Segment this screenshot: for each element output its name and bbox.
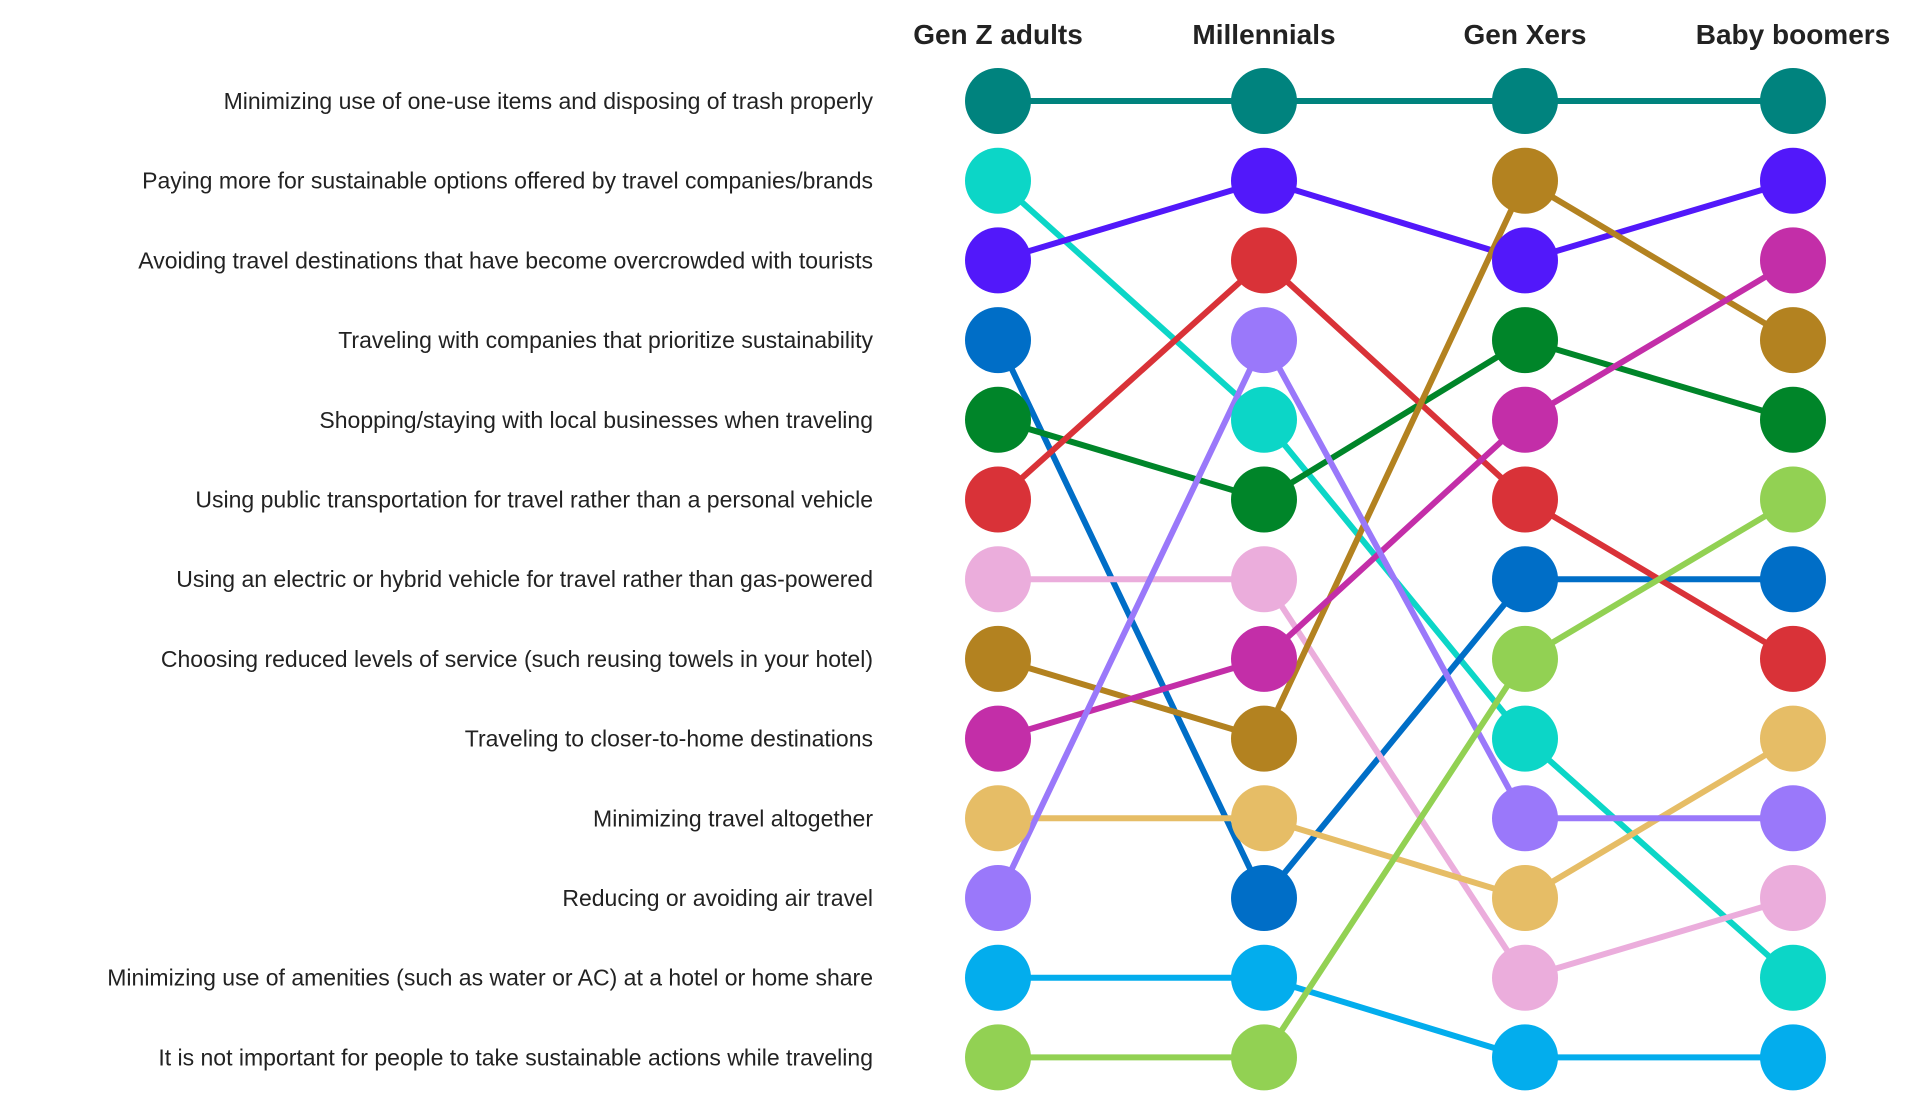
series-line [995, 337, 1796, 503]
series-line [995, 576, 1796, 981]
series-dot [1231, 147, 1297, 214]
series-dot [965, 785, 1031, 852]
rank-label: Reducing or avoiding air travel [562, 885, 873, 911]
series-dot [1231, 466, 1297, 533]
series-dot [965, 1024, 1031, 1091]
group-header: Millennials [1192, 19, 1335, 50]
rank-label: Traveling to closer-to-home destinations [465, 726, 873, 752]
series-dot [1231, 307, 1297, 374]
series-dot [1492, 147, 1558, 214]
series-dot [1760, 386, 1826, 453]
series-dot [1760, 1024, 1826, 1091]
series-dot [1492, 705, 1558, 772]
series-dot [965, 386, 1031, 453]
series-dot [1231, 546, 1297, 613]
rank-label: Shopping/staying with local businesses w… [319, 407, 873, 433]
rank-label: Using public transportation for travel r… [195, 487, 873, 513]
series-dot [1760, 307, 1826, 374]
series-dot [1760, 705, 1826, 772]
rank-label: Minimizing travel altogether [593, 805, 873, 831]
rank-label: Traveling with companies that prioritize… [338, 327, 873, 353]
series-dot [965, 865, 1031, 931]
series-dot [1492, 68, 1558, 134]
series-line [995, 177, 1796, 264]
series-dot [965, 466, 1031, 533]
series-dot [1760, 227, 1826, 294]
series-dot [1492, 865, 1558, 931]
group-header: Gen Xers [1464, 19, 1587, 50]
series-dot [1760, 546, 1826, 613]
series-dot [1492, 1024, 1558, 1091]
series-dot [1760, 785, 1826, 852]
series-dot [1231, 944, 1297, 1011]
series-dot [1231, 865, 1297, 931]
series-dot [1492, 546, 1558, 613]
series-dot [1231, 386, 1297, 453]
series-dot [1492, 227, 1558, 294]
series-dot [1231, 705, 1297, 772]
series-line [995, 337, 1796, 901]
series-dot [965, 307, 1031, 374]
series-dot [1492, 466, 1558, 533]
group-headers: Gen Z adults Millennials Gen Xers Baby boom… [913, 19, 1890, 50]
series-dot [965, 705, 1031, 772]
series-line [995, 496, 1796, 1061]
rank-label: Minimizing use of one-use items and disp… [224, 88, 874, 114]
rank-label: Paying more for sustainable options offe… [142, 168, 873, 194]
rank-labels: Minimizing use of one-use items and disp… [107, 88, 873, 1070]
series-dot [1760, 944, 1826, 1011]
series-dot [1492, 386, 1558, 453]
series-dot [965, 944, 1031, 1011]
series-line [995, 337, 1796, 901]
rank-label: It is not important for people to take s… [158, 1044, 873, 1070]
rank-label: Avoiding travel destinations that have b… [138, 247, 873, 273]
series-dot [1760, 466, 1826, 533]
series-dot [1492, 625, 1558, 692]
series-dot [1760, 147, 1826, 214]
group-header: Gen Z adults [913, 19, 1083, 50]
series-dot [1231, 785, 1297, 852]
series-line [995, 974, 1796, 1061]
series-dot [1492, 785, 1558, 852]
series-dot [1231, 1024, 1297, 1091]
group-header: Baby boomers [1696, 19, 1891, 50]
series-dot [1231, 625, 1297, 692]
series-dots [965, 68, 1826, 1091]
series-dot [1492, 944, 1558, 1011]
series-dot [1760, 865, 1826, 931]
series-dot [1760, 68, 1826, 134]
series-dot [965, 68, 1031, 134]
rank-label: Choosing reduced levels of service (such… [161, 646, 873, 672]
series-line [995, 177, 1796, 742]
series-lines [995, 98, 1796, 1061]
series-dot [1492, 307, 1558, 374]
series-dot [1231, 227, 1297, 294]
series-dot [965, 546, 1031, 613]
series-dot [965, 227, 1031, 294]
series-dot [965, 625, 1031, 692]
series-dot [965, 147, 1031, 214]
rank-label: Using an electric or hybrid vehicle for … [176, 566, 873, 592]
series-dot [1231, 68, 1297, 134]
series-line [995, 257, 1796, 742]
series-dot [1760, 625, 1826, 692]
rank-label: Minimizing use of amenities (such as wat… [107, 965, 873, 991]
